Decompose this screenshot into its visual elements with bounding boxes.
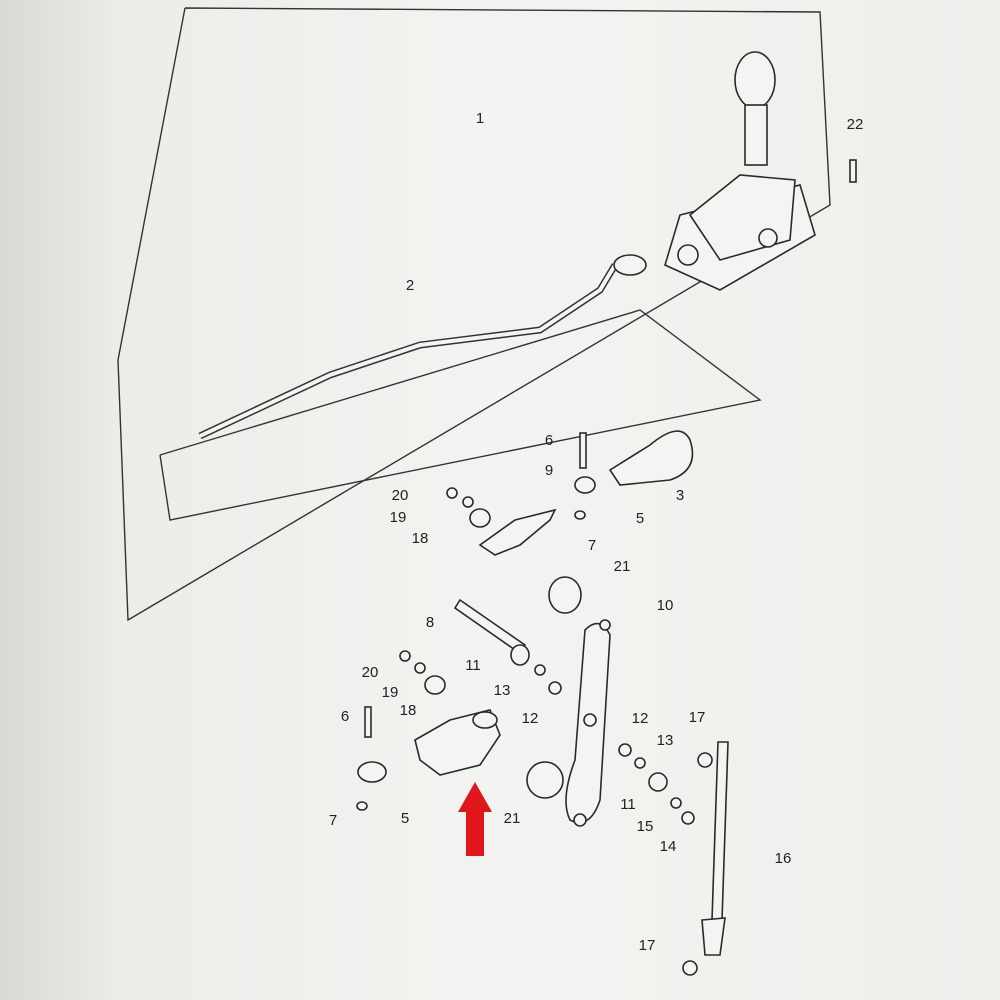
- callout-22: 22: [847, 116, 864, 133]
- callout-13: 13: [657, 732, 674, 749]
- callout-9: 9: [545, 462, 553, 479]
- inner-frame: [159, 309, 762, 521]
- callout-7: 7: [329, 812, 337, 829]
- callout-5: 5: [636, 510, 644, 527]
- callout-21: 21: [614, 558, 631, 575]
- callout-21: 21: [504, 810, 521, 827]
- callout-14: 14: [660, 838, 677, 855]
- callout-5: 5: [401, 810, 409, 827]
- callout-8: 8: [426, 614, 434, 631]
- callout-11: 11: [465, 657, 481, 674]
- callout-10: 10: [657, 597, 674, 614]
- callout-11: 11: [620, 796, 636, 813]
- linkage-parts: [356, 430, 729, 976]
- callout-19: 19: [382, 684, 399, 701]
- callout-12: 12: [632, 710, 649, 727]
- callout-20: 20: [362, 664, 379, 681]
- callout-6: 6: [545, 432, 553, 449]
- shifter-assembly: [664, 51, 857, 291]
- callout-18: 18: [400, 702, 417, 719]
- callout-3: 3: [676, 487, 684, 504]
- frame-outline: [117, 7, 831, 622]
- callout-18: 18: [412, 530, 429, 547]
- callout-13: 13: [494, 682, 511, 699]
- callout-17: 17: [639, 937, 656, 954]
- callout-15: 15: [637, 818, 654, 835]
- callout-17: 17: [689, 709, 706, 726]
- callout-16: 16: [775, 850, 792, 867]
- callout-1: 1: [476, 110, 484, 127]
- callout-6: 6: [341, 708, 349, 725]
- callout-19: 19: [390, 509, 407, 526]
- callout-12: 12: [522, 710, 539, 727]
- callout-20: 20: [392, 487, 409, 504]
- red-arrow-indicator: [458, 782, 492, 856]
- callout-7: 7: [588, 537, 596, 554]
- callout-2: 2: [406, 277, 414, 294]
